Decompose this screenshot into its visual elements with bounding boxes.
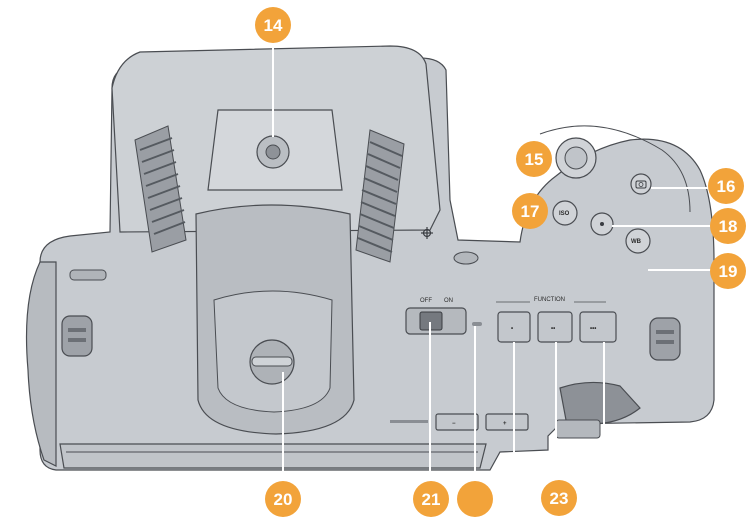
callout-circle-18 xyxy=(710,208,746,244)
callout-number-14: 14 xyxy=(264,16,283,35)
callout-circle-15 xyxy=(516,141,552,177)
callout-number-19: 19 xyxy=(719,262,738,281)
focal-plane-mark-icon xyxy=(421,227,433,239)
plus-button[interactable] xyxy=(485,413,529,431)
callout-number-18: 18 xyxy=(719,217,738,236)
lens-mount-side xyxy=(25,261,57,467)
callout-number-23: 23 xyxy=(550,489,569,508)
callout-number-17: 17 xyxy=(521,202,540,221)
callout-circle-14 xyxy=(255,7,291,43)
minus-button[interactable] xyxy=(435,413,479,431)
right-strap-lug xyxy=(649,317,681,361)
power-switch[interactable] xyxy=(405,307,467,335)
plus-button-label: + xyxy=(503,421,507,427)
function-button-3[interactable] xyxy=(579,311,617,343)
callout-number-15: 15 xyxy=(525,150,544,169)
bottom-rail xyxy=(59,443,487,469)
power-on-label: ON xyxy=(444,298,453,304)
callout-number-16: 16 xyxy=(717,177,736,196)
callout-markers: 14 15 16 17 18 19 20 21 23 xyxy=(255,7,746,517)
callout-circle-20 xyxy=(265,481,301,517)
wb-button[interactable] xyxy=(625,228,651,254)
status-indicator xyxy=(472,322,482,326)
record-button[interactable] xyxy=(555,137,597,179)
left-vent-grille xyxy=(134,125,187,253)
function-button-3-label: ••• xyxy=(590,326,596,332)
callout-number-20: 20 xyxy=(274,490,293,509)
iso-button[interactable] xyxy=(552,200,578,226)
function-group-label: FUNCTION xyxy=(534,297,565,303)
callout-circle-22 xyxy=(457,481,493,517)
function-button-1-label: • xyxy=(511,326,513,332)
wb-button-label: WB xyxy=(631,239,642,245)
callout-number-21: 21 xyxy=(422,490,441,509)
callout-circle-17 xyxy=(512,193,548,229)
right-vent-grille xyxy=(355,129,405,263)
iso-button-label: ISO xyxy=(559,211,570,217)
function-button-1[interactable] xyxy=(497,311,531,343)
power-off-label: OFF xyxy=(420,298,432,304)
callout-circle-19 xyxy=(710,253,746,289)
still-button[interactable] xyxy=(630,173,652,195)
shutter-button[interactable] xyxy=(590,212,614,236)
left-strap-lug xyxy=(61,315,93,357)
callout-circle-16 xyxy=(708,168,744,204)
callout-circle-21 xyxy=(413,481,449,517)
function-button-2-label: •• xyxy=(551,326,555,332)
callout-circle-23 xyxy=(541,480,577,516)
minus-button-label: − xyxy=(452,421,456,427)
